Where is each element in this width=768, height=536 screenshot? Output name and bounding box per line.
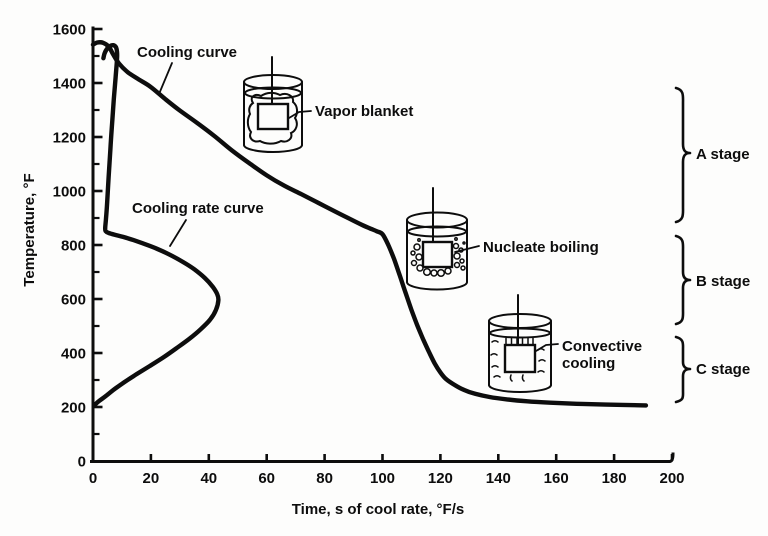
cooling-curve [90, 40, 649, 408]
x-tick-label: 20 [143, 470, 160, 487]
beaker-walls [406, 219, 468, 283]
quench-part [256, 102, 290, 131]
cooling-curve-label: Cooling curve [137, 44, 237, 61]
beaker-bottom [406, 281, 468, 291]
nucleate-boiling-leader-line [454, 245, 480, 253]
a-stage-brace [674, 86, 692, 224]
beaker-rim [406, 211, 468, 229]
cooling-curve-leader-line [158, 62, 173, 95]
x-tick-label: 80 [316, 470, 333, 487]
x-tick-label: 100 [370, 470, 395, 487]
y-tick-label: 1600 [53, 22, 86, 39]
quench-part [421, 240, 454, 269]
y-tick-label: 1000 [53, 184, 86, 201]
x-axis-ticks [149, 454, 674, 461]
cooling-rate-curve-label: Cooling rate curve [132, 200, 264, 217]
y-axis-ticks [93, 27, 103, 436]
beaker-walls [488, 320, 552, 386]
vapor-blanket-beaker-icon [243, 56, 303, 153]
convection-waves [490, 340, 546, 382]
vapor-blanket-outline [246, 91, 299, 145]
b-stage-brace [674, 234, 692, 326]
x-tick-label: 40 [200, 470, 217, 487]
y-axis-title: Temperature, °F [21, 173, 38, 286]
y-tick-label: 200 [61, 400, 86, 417]
vapor-blanket-label: Vapor blanket [315, 103, 413, 120]
y-tick-label: 1400 [53, 76, 86, 93]
y-tick-label: 800 [61, 238, 86, 255]
x-tick-label: 0 [89, 470, 97, 487]
x-axis-title: Time, s of cool rate, °F/s [292, 501, 464, 518]
x-tick-label: 200 [659, 470, 684, 487]
x-tick-label: 140 [486, 470, 511, 487]
convective-cooling-leader-line [535, 343, 559, 352]
y-tick-label: 600 [61, 292, 86, 309]
y-tick-label: 1200 [53, 130, 86, 147]
nucleate-boiling-label: Nucleate boiling [483, 239, 599, 256]
convective-cooling-label-line2: cooling [562, 355, 615, 372]
c-stage-brace [674, 335, 692, 404]
y-axis-tick-labels: 0 200 400 600 800 1000 1200 1400 1600 [53, 22, 86, 471]
convection-ticks [505, 338, 534, 344]
beaker-bottom [488, 384, 552, 393]
x-tick-label: 120 [428, 470, 453, 487]
x-axis-tick-labels: 0 20 40 60 80 100 120 140 160 180 200 [89, 470, 685, 487]
beaker-rim [488, 313, 552, 329]
c-stage-label: C stage [696, 361, 750, 378]
vapor-blanket-leader-line [288, 110, 312, 119]
beaker-walls [243, 81, 303, 146]
x-tick-label: 180 [602, 470, 627, 487]
convective-cooling-beaker-icon [488, 294, 552, 393]
cooling-rate-curve-leader-line [169, 219, 187, 247]
quench-part [503, 343, 537, 374]
y-tick-label: 400 [61, 346, 86, 363]
beaker-bottom [243, 144, 303, 153]
x-tick-label: 60 [258, 470, 275, 487]
water-surface [489, 327, 551, 339]
convective-cooling-label-line1: Convective [562, 338, 642, 355]
a-stage-label: A stage [696, 146, 750, 163]
cooling-rate-curve [92, 42, 221, 409]
nucleate-boiling-beaker-icon [406, 187, 468, 291]
x-tick-label: 160 [544, 470, 569, 487]
y-tick-label: 0 [78, 454, 86, 471]
b-stage-label: B stage [696, 273, 750, 290]
